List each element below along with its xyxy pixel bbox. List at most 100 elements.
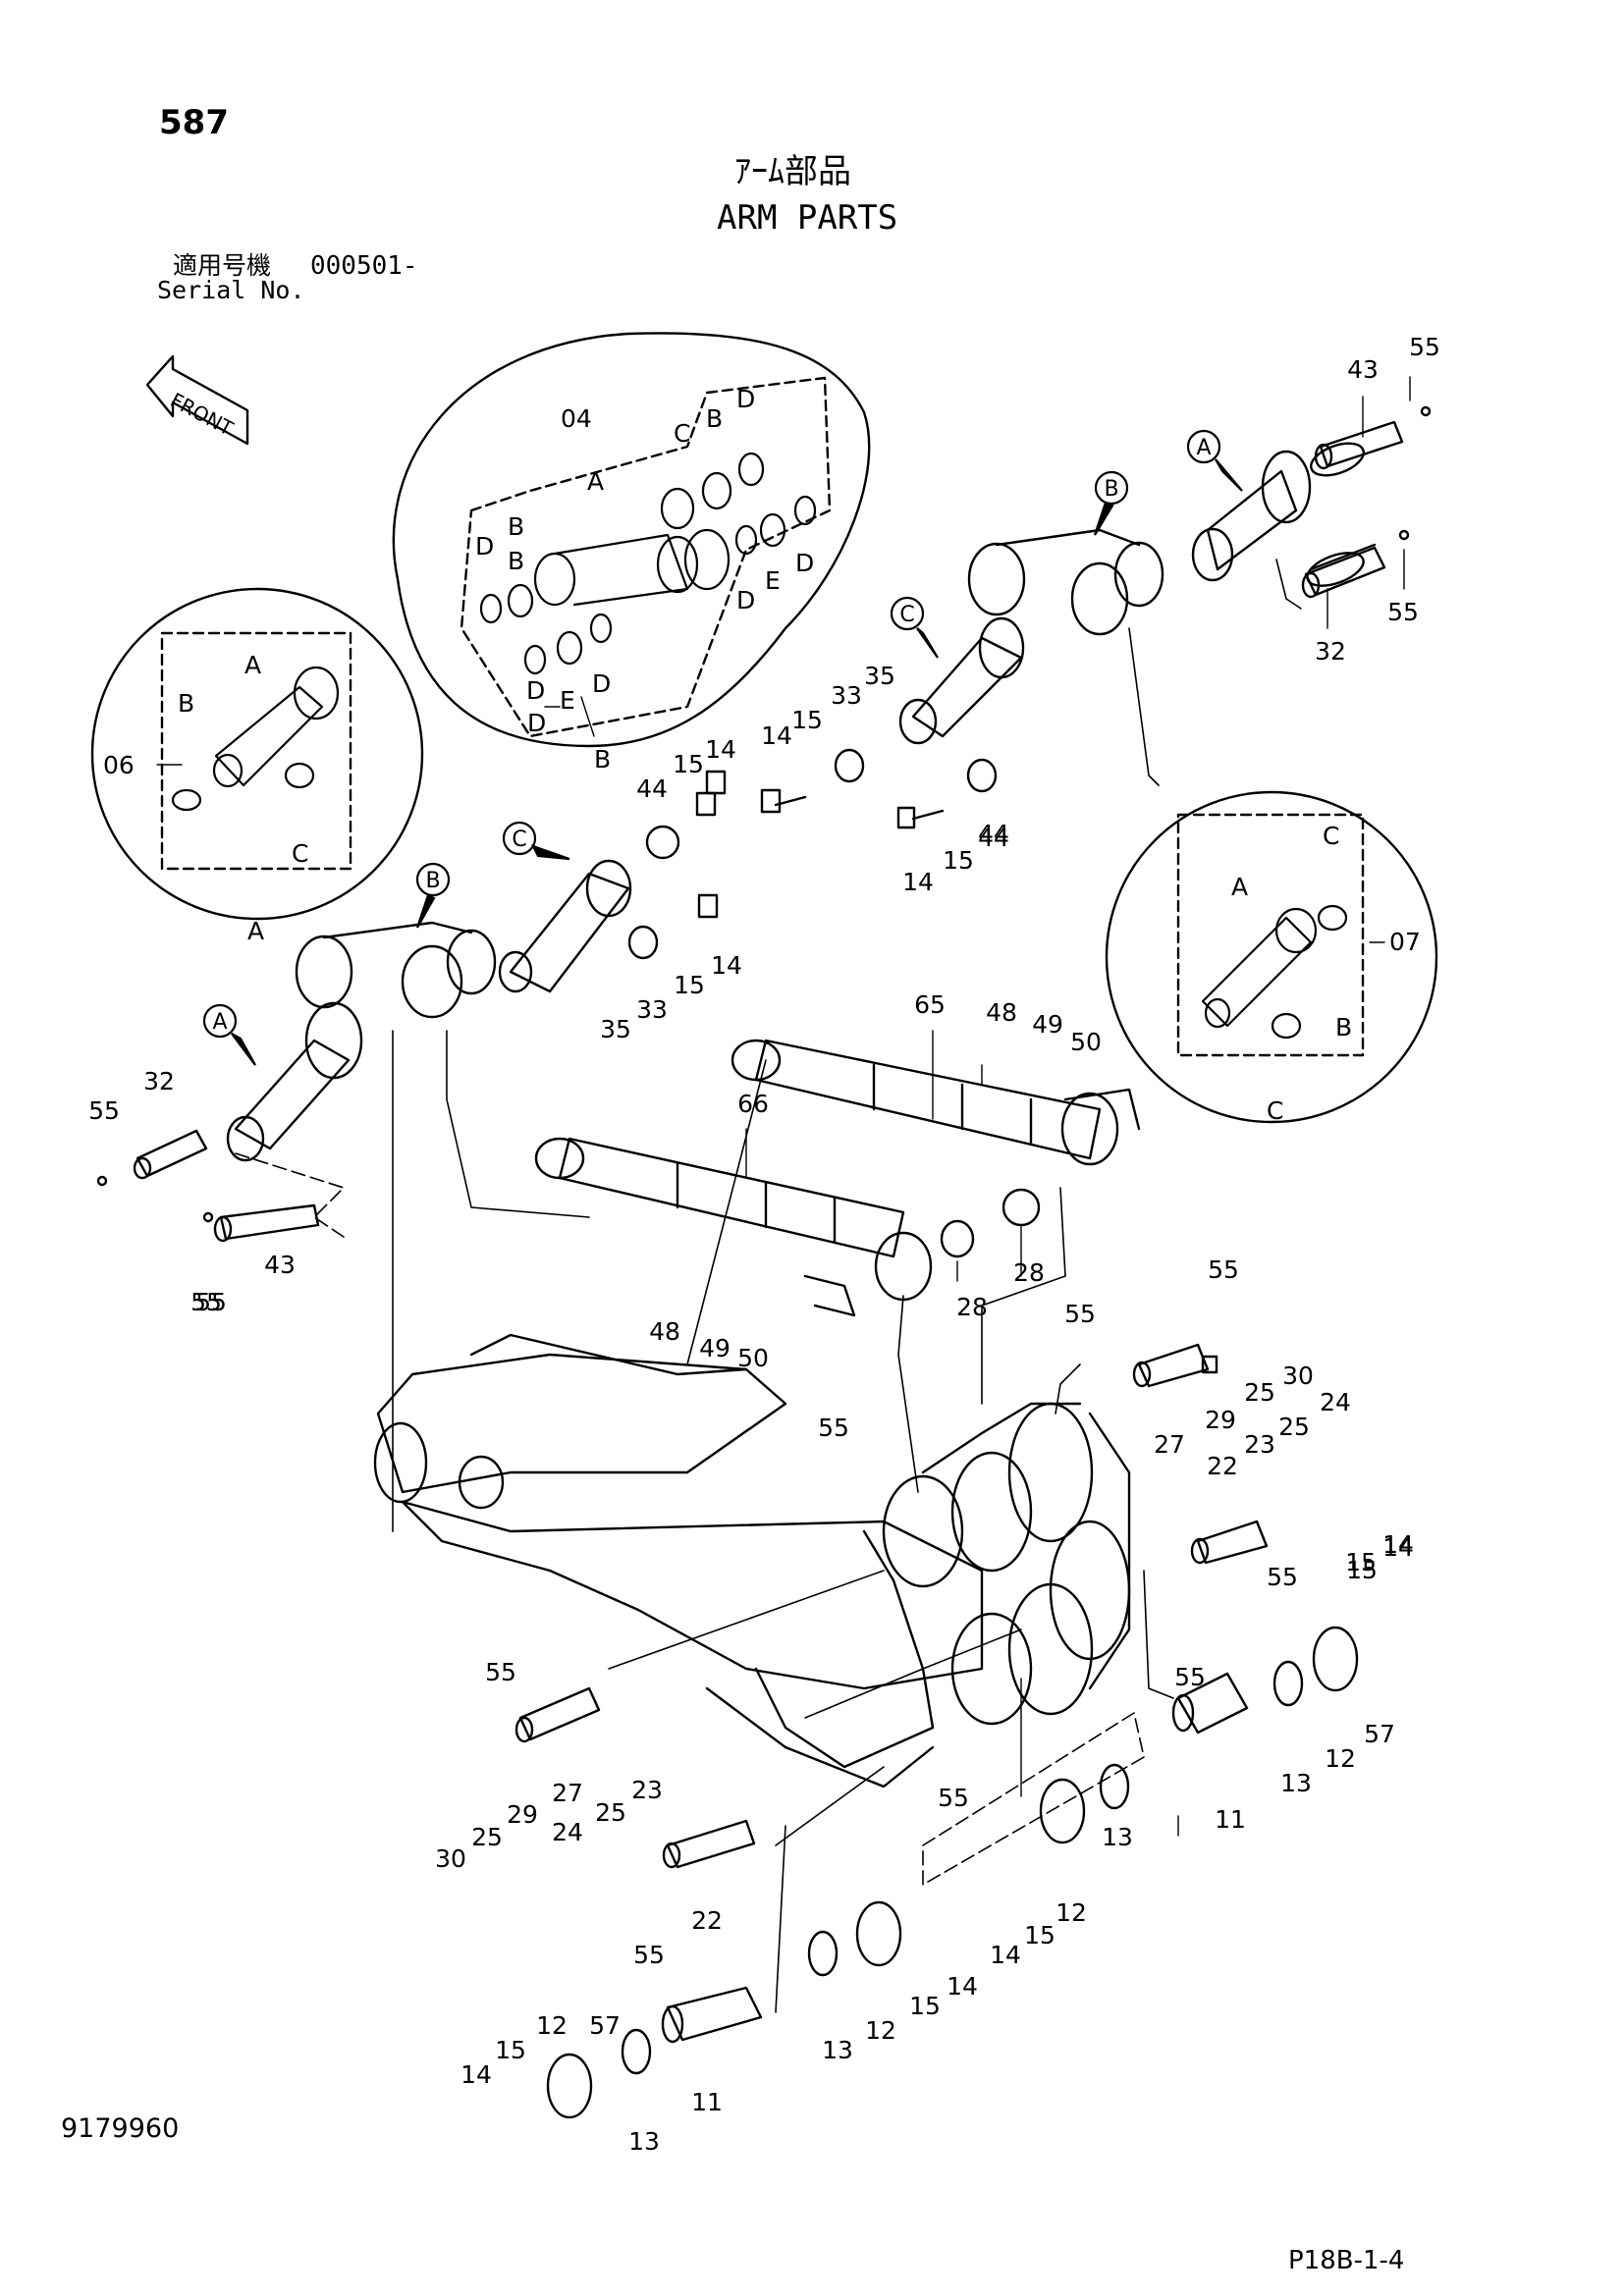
detail-circle-06-caption: A — [247, 917, 264, 945]
detail-circle-07-number: 07 — [1389, 928, 1421, 956]
part-callout: 35 — [600, 1015, 631, 1043]
part-callout: 15 — [1345, 1548, 1377, 1576]
part-callout: 23 — [631, 1776, 663, 1804]
part-callout: 13 — [822, 2036, 853, 2064]
part-callout: 15 — [674, 971, 705, 999]
part-callout: 14 — [460, 2060, 492, 2089]
pin-set-right — [1301, 405, 1432, 599]
part-callout: 11 — [1215, 1805, 1246, 1834]
part-callout: 32 — [1315, 637, 1346, 666]
pin-27-left — [514, 1686, 601, 1743]
part-callout: 22 — [691, 1906, 723, 1935]
part-callout: 55 — [818, 1414, 849, 1442]
detail-label: D — [475, 532, 494, 561]
o-ring-13-b — [1099, 1763, 1130, 1810]
drawing-number: 9179960 — [61, 2113, 180, 2144]
bushing-28-left — [940, 1219, 975, 1258]
hydraulic-cylinder-65 — [731, 1039, 1141, 1166]
plate-12-a — [1312, 1626, 1359, 1692]
detail-circle-06-number: 06 — [103, 751, 135, 779]
detail-circle-04-number: 04 — [561, 404, 592, 433]
part-callout: 65 — [914, 990, 946, 1019]
part-callout: 55 — [633, 1941, 665, 1969]
part-callout: 33 — [636, 995, 668, 1024]
serial-value: 000501- — [310, 251, 418, 281]
part-callout: 25 — [471, 1823, 503, 1851]
part-callout: 14 — [1382, 1530, 1414, 1559]
badge-label: C — [512, 828, 526, 852]
part-callout: 15 — [673, 750, 704, 778]
part-callout: 55 — [1208, 1255, 1239, 1284]
detail-label: E — [765, 566, 781, 595]
part-callout: 44 — [978, 824, 1009, 852]
part-callout: 14 — [902, 868, 934, 896]
part-callout: 30 — [1282, 1362, 1314, 1390]
part-callout: 55 — [1174, 1663, 1206, 1691]
part-callout: 12 — [1056, 1898, 1087, 1927]
detail-label: D — [736, 586, 755, 614]
serial-label-japanese: 適用号機 — [173, 251, 272, 280]
detail-label: B — [706, 404, 723, 433]
part-callout: 43 — [1347, 355, 1379, 384]
part-callout: 23 — [1244, 1430, 1275, 1459]
o-ring-13-a — [1272, 1660, 1304, 1707]
part-callout: 55 — [1267, 1563, 1298, 1591]
pin-11-left — [661, 1986, 763, 2044]
badge-label: A — [212, 1010, 227, 1035]
part-callout: 12 — [865, 2016, 896, 2045]
part-callout: 27 — [1154, 1430, 1185, 1459]
part-callout: 27 — [552, 1779, 583, 1807]
arm-body — [373, 1333, 1131, 1789]
pin-22-left — [662, 1819, 756, 1869]
detail-label: D — [795, 549, 814, 577]
part-callout: 55 — [190, 1288, 222, 1316]
part-callout: 15 — [495, 2036, 526, 2064]
part-callout: 22 — [1207, 1452, 1238, 1480]
detail-circle-04 — [392, 332, 871, 748]
upper-link-assembly — [705, 442, 1377, 829]
part-callout: 44 — [978, 820, 1009, 848]
plate-12-c — [855, 1900, 902, 1967]
detail-label: A — [1231, 873, 1248, 901]
detail-label: E — [560, 686, 575, 715]
badge-label: A — [1196, 436, 1211, 460]
part-callout: 57 — [589, 2011, 621, 2040]
part-callout: 35 — [864, 662, 895, 690]
part-callout: 33 — [831, 681, 862, 710]
part-callout: 32 — [143, 1067, 175, 1095]
part-callout: 44 — [636, 774, 668, 803]
part-callout: 15 — [909, 1992, 941, 2020]
part-callout: 43 — [264, 1251, 296, 1279]
badge-c-top — [890, 596, 925, 631]
part-callout: 55 — [938, 1784, 969, 1812]
pin-27-right — [1132, 1343, 1218, 1388]
part-callout: 55 — [1387, 598, 1419, 626]
badge-b-left — [415, 862, 451, 897]
detail-label: B — [508, 547, 524, 575]
part-callout: 14 — [705, 735, 736, 764]
badge-c-left — [502, 821, 537, 856]
detail-label: D — [527, 709, 546, 737]
part-callout: 14 — [711, 951, 742, 980]
part-callout: 50 — [737, 1344, 769, 1372]
part-callout: 48 — [649, 1317, 680, 1346]
detail-label: C — [1323, 822, 1339, 850]
page-reference: P18B-1-4 — [1288, 2246, 1405, 2275]
part-callout: 55 — [195, 1288, 227, 1316]
badge-b-top — [1094, 470, 1129, 506]
part-callout: 13 — [1102, 1823, 1133, 1851]
detail-label: D — [526, 676, 545, 705]
detail-label: A — [587, 467, 604, 496]
page-number: 587 — [159, 103, 229, 142]
part-callout: 28 — [956, 1293, 988, 1321]
detail-label: B — [508, 512, 524, 541]
front-label: FRONT — [167, 388, 238, 441]
part-callout: 55 — [88, 1096, 120, 1125]
pin-set-left — [96, 1129, 320, 1243]
badge-a-top — [1186, 429, 1221, 464]
part-callout: 25 — [595, 1798, 626, 1827]
part-callout: 15 — [943, 846, 974, 875]
part-callout: 28 — [1013, 1258, 1045, 1287]
part-callout: 48 — [986, 998, 1017, 1027]
plate-12-d — [546, 2053, 593, 2119]
